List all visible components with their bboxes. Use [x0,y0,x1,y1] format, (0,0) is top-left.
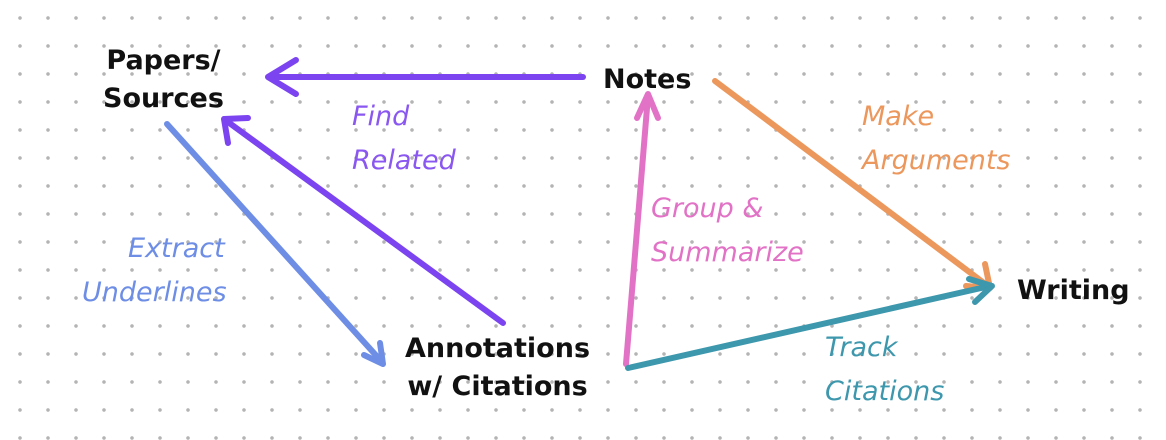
arrow-notes-to-papers [265,57,586,97]
arrow-annotations-to-notes [623,91,661,367]
node-notes: Notes [603,61,691,99]
arrow-annotations-to-papers [221,115,506,326]
node-papers-line1: Papers/ [106,45,221,76]
node-annotations-line1: Annotations [405,333,591,364]
node-writing: Writing [1017,272,1130,310]
label-make-arguments-line1: Make [862,101,935,132]
label-find-related-line2: Related [352,145,456,176]
label-group-summarize: Group & Summarize [651,187,804,275]
label-find-related-line1: Find [352,101,410,132]
arrow-papers-to-annotations [164,121,386,367]
label-group-summarize-line1: Group & [651,193,764,224]
label-extract-underlines: Extract Underlines [82,227,227,315]
label-track-citations: Track Citations [825,326,944,414]
node-notes-label: Notes [603,64,692,95]
node-annotations-line2: w/ Citations [407,371,588,402]
label-make-arguments: Make Arguments [862,95,1011,183]
label-track-citations-line1: Track [825,332,898,363]
label-find-related: Find Related [352,95,456,183]
node-papers-line2: Sources [103,83,224,114]
label-track-citations-line2: Citations [825,376,945,407]
node-papers-sources: Papers/ Sources [103,42,224,118]
node-writing-label: Writing [1017,275,1130,306]
label-group-summarize-line2: Summarize [651,237,804,268]
label-extract-underlines-line1: Extract [128,233,225,264]
label-extract-underlines-line2: Underlines [82,277,227,308]
label-make-arguments-line2: Arguments [862,145,1011,176]
node-annotations: Annotations w/ Citations [405,330,590,406]
arrow-annotations-to-writing [625,276,995,371]
